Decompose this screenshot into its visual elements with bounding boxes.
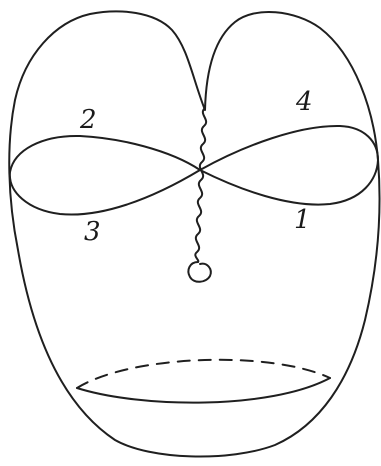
label-1: 1: [294, 205, 311, 235]
figure-eight-left-lobe: [10, 136, 200, 215]
figure-eight-right-lobe: [200, 126, 378, 205]
wavy-vertical-line: [195, 108, 206, 262]
lower-ellipse-back-arc: [77, 360, 330, 388]
lower-ellipse-front-arc: [77, 378, 330, 403]
outer-outline: [9, 11, 379, 456]
small-loop: [188, 262, 210, 282]
label-3: 3: [84, 217, 101, 247]
label-2: 2: [79, 105, 97, 135]
label-4: 4: [295, 87, 313, 117]
